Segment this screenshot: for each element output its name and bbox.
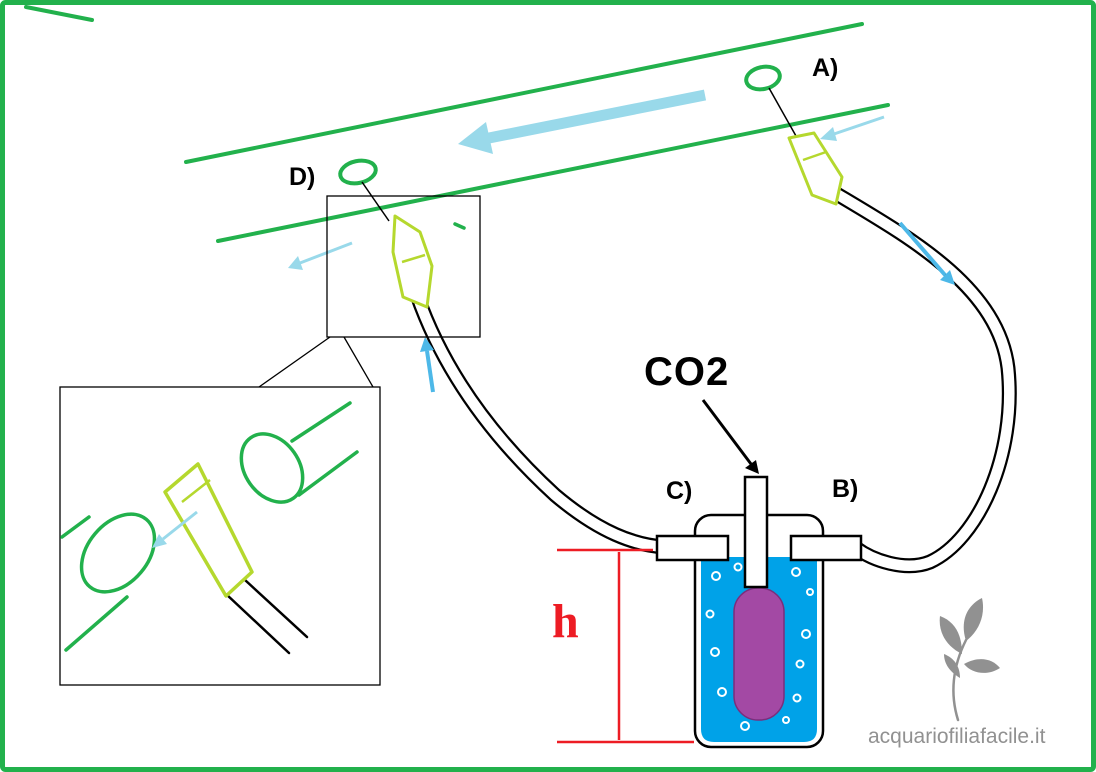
detail-pipe-hole [79,512,157,594]
label-point-a: A) [812,54,839,82]
inlet-a-arrow-shaft [833,115,885,136]
inlet-a-arrowhead-icon [820,127,837,141]
detail-pipe-wall-3 [60,515,91,539]
tube-right-flow-arrow-shaft [898,221,947,277]
pointer-line-a [768,87,797,137]
label-point-b: B) [832,475,859,503]
co2-inlet-tube [743,475,769,589]
detail-flow-arrow-shaft [162,510,198,541]
label-height: h [552,595,579,648]
tube-left-flow-arrow-shaft [425,350,435,393]
co2-bell [733,587,785,721]
small-green-mark [453,222,466,230]
detail-tube-wall-1 [224,592,291,655]
detail-callout-box [326,195,481,338]
detail-injector-joint [181,479,211,503]
water-bubbles [705,562,814,731]
pipe-top-wall [184,22,864,164]
detail-injector-nozzle [163,462,254,598]
detail-pipe-wall-2 [297,450,359,497]
injector-nozzle-a-joint [802,150,827,162]
label-point-c: C) [666,477,693,505]
tube-d-to-c-outline [409,292,665,555]
magnifier-line-left [258,336,331,388]
port-b [789,534,863,562]
detail-zoom-box [59,386,381,686]
watermark-text: acquariofiliafacile.it [868,725,1046,748]
magnifier-line-right [343,336,374,388]
co2-arrowhead-icon [745,460,759,474]
tube-right-flow-arrowhead-icon [940,270,955,285]
detail-pipe-end [239,432,305,504]
plant-logo-icon [939,598,1000,722]
label-co2: CO2 [644,350,730,394]
detail-tube-wall-2 [243,578,309,639]
pointer-line-d [361,181,390,222]
outlet-d-arrowhead-icon [288,256,303,270]
co2-arrow-shaft [701,399,753,465]
outlet-d-arrow-shaft [299,241,353,265]
pipe-hole-a [744,64,782,92]
main-flow-arrow-shaft [487,89,707,144]
pipe-hole-d [338,158,378,186]
detail-pipe-wall-1 [290,401,352,443]
injector-nozzle-d [391,214,434,309]
tube-d-to-c [412,293,665,553]
pipe-stub-line [24,5,94,22]
port-c [655,534,730,562]
detail-flow-arrowhead-icon [152,534,167,548]
injector-nozzle-d-joint [401,253,426,264]
detail-pipe-wall-4 [64,595,129,652]
injector-nozzle-a [787,131,844,206]
main-flow-arrowhead-icon [458,122,493,154]
label-point-d: D) [289,163,316,191]
tube-left-flow-arrowhead-icon [420,337,434,352]
pipe-bottom-wall [216,103,890,243]
